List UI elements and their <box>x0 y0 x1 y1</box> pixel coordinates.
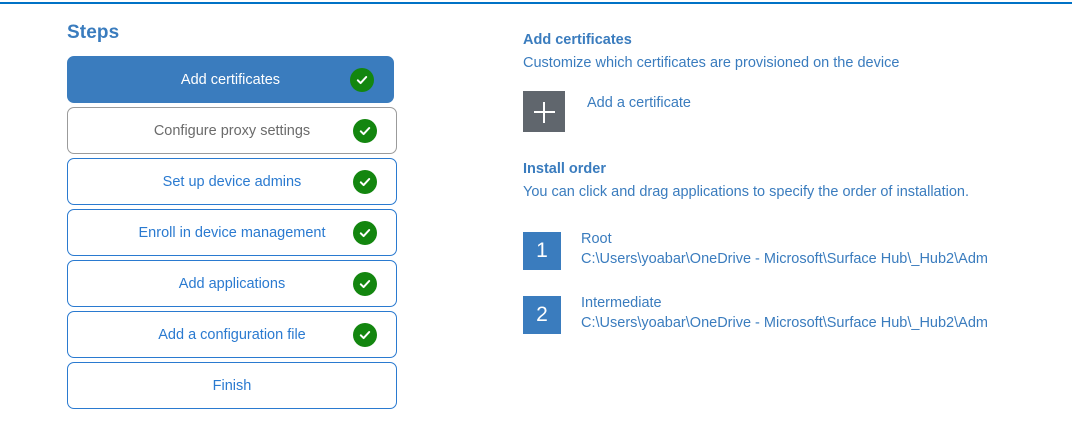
step-button-finish[interactable]: Finish <box>67 362 397 409</box>
step-button-enroll-in-device-management[interactable]: Enroll in device management <box>67 209 397 256</box>
step-button-set-up-device-admins[interactable]: Set up device admins <box>67 158 397 205</box>
install-order-section: Install order You can click and drag app… <box>523 160 1043 334</box>
order-item-path: C:\Users\yoabar\OneDrive - Microsoft\Sur… <box>581 315 988 331</box>
add-certificate-label: Add a certificate <box>587 95 691 111</box>
install-order-heading: Install order <box>523 161 606 177</box>
step-label: Enroll in device management <box>138 224 326 241</box>
step-button-configure-proxy-settings[interactable]: Configure proxy settings <box>67 107 397 154</box>
order-number-badge: 1 <box>523 232 561 270</box>
step-label: Set up device admins <box>162 173 302 190</box>
detail-panel: Add certificates Customize which certifi… <box>523 31 1043 360</box>
check-circle-icon <box>353 220 377 245</box>
check-circle-icon <box>353 322 377 347</box>
check-circle-icon <box>353 118 377 143</box>
order-item-name: Intermediate <box>581 295 662 311</box>
install-order-item[interactable]: 2 Intermediate C:\Users\yoabar\OneDrive … <box>523 294 1043 334</box>
step-button-add-applications[interactable]: Add applications <box>67 260 397 307</box>
step-label: Configure proxy settings <box>153 122 311 139</box>
install-order-list: 1 Root C:\Users\yoabar\OneDrive - Micros… <box>523 230 1043 334</box>
order-item-name: Root <box>581 231 612 247</box>
install-order-subtitle: You can click and drag applications to s… <box>523 184 970 200</box>
order-number-badge: 2 <box>523 296 561 334</box>
install-order-item[interactable]: 1 Root C:\Users\yoabar\OneDrive - Micros… <box>523 230 1043 270</box>
steps-title: Steps <box>67 22 120 43</box>
add-certificate-button[interactable]: Add a certificate <box>523 91 743 132</box>
plus-icon <box>523 91 565 132</box>
step-label: Finish <box>212 377 252 394</box>
step-label: Add certificates <box>180 71 281 88</box>
order-item-path: C:\Users\yoabar\OneDrive - Microsoft\Sur… <box>581 251 988 267</box>
steps-panel: Steps Add certificates Configure proxy s… <box>67 22 397 413</box>
detail-subtitle: Customize which certificates are provisi… <box>523 55 900 71</box>
top-accent-rule <box>0 2 1072 4</box>
step-label: Add applications <box>178 275 286 292</box>
check-circle-icon <box>350 67 374 92</box>
order-item-text: Intermediate C:\Users\yoabar\OneDrive - … <box>581 294 988 333</box>
order-item-text: Root C:\Users\yoabar\OneDrive - Microsof… <box>581 230 988 269</box>
detail-heading: Add certificates <box>523 32 632 48</box>
step-button-add-a-configuration-file[interactable]: Add a configuration file <box>67 311 397 358</box>
check-circle-icon <box>353 271 377 296</box>
step-button-add-certificates[interactable]: Add certificates <box>67 56 394 103</box>
check-circle-icon <box>353 169 377 194</box>
step-label: Add a configuration file <box>158 326 306 343</box>
